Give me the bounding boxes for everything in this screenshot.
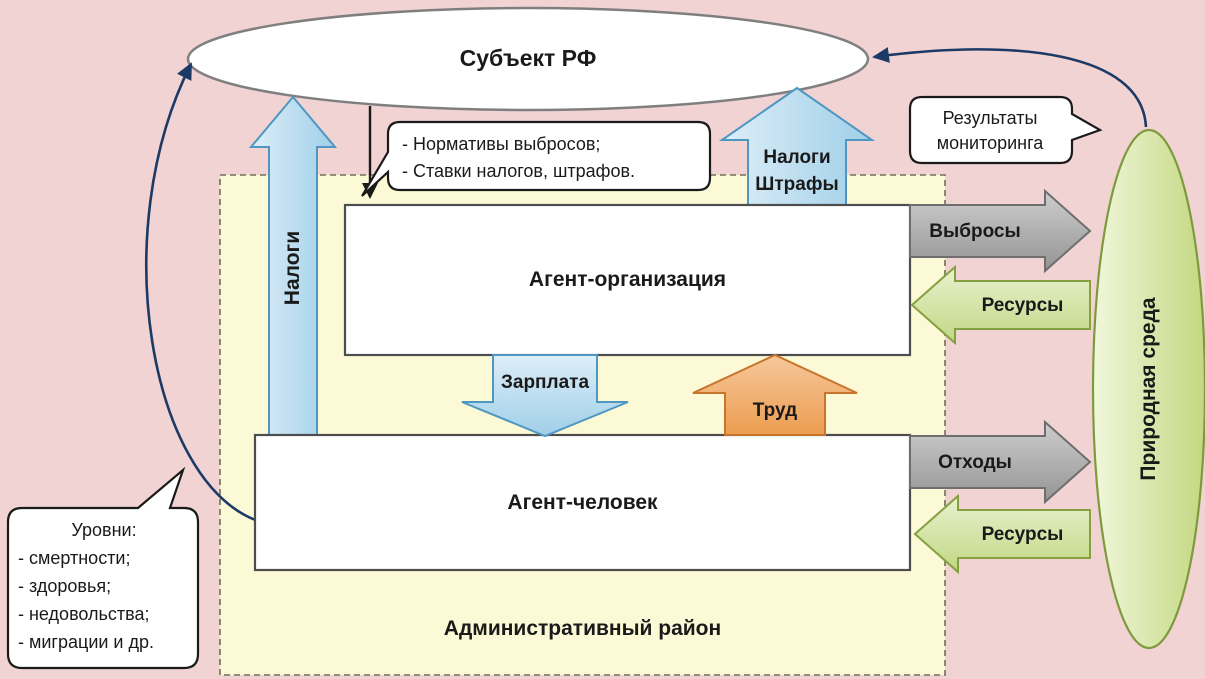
monitoring-curve-right bbox=[872, 47, 1148, 128]
waste-arrow bbox=[909, 419, 1092, 505]
agent-human-box bbox=[253, 433, 912, 572]
emissions-arrow bbox=[909, 188, 1092, 274]
labor-label: Труд bbox=[752, 400, 798, 421]
monitoring-callout-text: Результаты мониторинга bbox=[912, 106, 1068, 156]
emissions-label: Выбросы bbox=[929, 221, 1021, 242]
levels-item-1: - смертности; bbox=[18, 548, 131, 568]
waste-label: Отходы bbox=[938, 452, 1012, 473]
resources-arrow-bottom bbox=[913, 493, 1091, 575]
salary-arrow bbox=[461, 354, 629, 438]
environment-label: Природная среда bbox=[1137, 297, 1160, 481]
monitoring-line2: мониторинга bbox=[936, 133, 1044, 153]
agent-human-label: Агент-человек bbox=[507, 490, 658, 514]
labor-arrow bbox=[692, 353, 858, 436]
norms-line2: - Ставки налогов, штрафов. bbox=[402, 161, 636, 181]
agent-org-label: Агент-организация bbox=[528, 268, 727, 291]
admin-district-label: Административный район bbox=[443, 617, 722, 640]
resources-top-label: Ресурсы bbox=[981, 295, 1064, 316]
levels-item-3: - недовольства; bbox=[18, 604, 150, 624]
levels-item-4: - миграции и др. bbox=[18, 632, 155, 652]
taxes-fines-line1: Налоги bbox=[763, 147, 831, 168]
subject-rf-label: Субъект РФ bbox=[459, 45, 597, 71]
resources-bottom-label: Ресурсы bbox=[981, 524, 1064, 545]
agent-org-box bbox=[343, 203, 912, 357]
taxes-fines-line2: Штрафы bbox=[755, 174, 839, 195]
taxes-fines-label: Налоги Штрафы bbox=[748, 144, 846, 198]
levels-title: Уровни: bbox=[71, 520, 137, 540]
levels-callout bbox=[6, 466, 200, 670]
norms-line1: - Нормативы выбросов; bbox=[402, 134, 601, 154]
subject-rf-ellipse bbox=[186, 6, 870, 112]
monitoring-callout bbox=[908, 95, 1103, 165]
levels-item-2: - здоровья; bbox=[18, 576, 112, 596]
environment-ellipse bbox=[1091, 128, 1205, 650]
norms-callout-text: - Нормативы выбросов; - Ставки налогов, … bbox=[402, 131, 635, 185]
levels-callout-text: Уровни: - смертности; - здоровья; - недо… bbox=[18, 516, 190, 656]
monitoring-line1: Результаты bbox=[942, 108, 1038, 128]
resources-arrow-top bbox=[910, 264, 1091, 346]
norms-callout bbox=[361, 120, 712, 197]
salary-label: Зарплата bbox=[500, 372, 590, 393]
taxes-vertical-label: Налоги bbox=[281, 230, 304, 306]
feedback-curve-left bbox=[145, 62, 259, 523]
